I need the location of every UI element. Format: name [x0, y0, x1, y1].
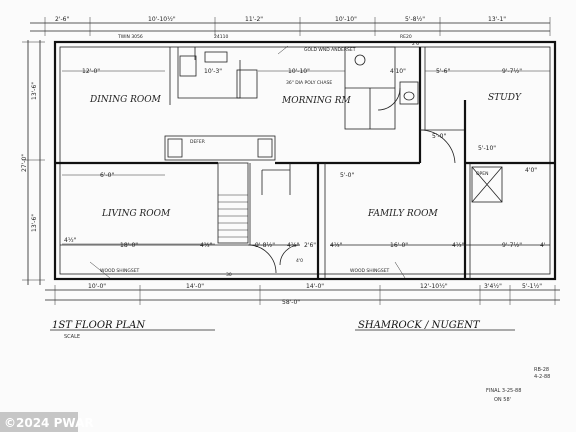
exterior-walls [53, 40, 557, 281]
dim-bath-width: 4'10" [390, 68, 406, 75]
bottom-dim-1: 10'-0" [88, 283, 106, 290]
dim-open-width: 4'0" [525, 167, 537, 174]
dim-study-width-2: 9'-7½" [502, 68, 522, 75]
dim-living-width: 6'-0" [100, 172, 114, 179]
dim-mid-a: 9'-8½" [255, 242, 275, 249]
note-40: 4'0 [296, 258, 303, 264]
interior-dimensions: 12'-0" 10'-3" 10'-10" 4'10" 5'-6" 9'-7½"… [62, 68, 550, 249]
top-dimension-lines: 2'-6" 10'-10½" 11'-2" 10'-10" 5'-8½" 13'… [30, 16, 551, 40]
top-dim-2: 10'-10½" [148, 16, 176, 23]
bottom-dim-3: 14'-0" [306, 283, 324, 290]
dim-family-side-2: 4½" [452, 242, 465, 249]
dim-family-length: 16'-0" [390, 242, 408, 249]
dim-right-4: 4' [540, 242, 546, 249]
dim-family-width: 5'-0" [340, 172, 354, 179]
annotations: GOLD WND ANDERSET 36" DIA POLY CHASE DEF… [89, 41, 419, 279]
label-dining-room: DINING ROOM [89, 95, 162, 105]
stair [217, 162, 291, 245]
watermark-text: ©2024 PWAR [4, 416, 94, 430]
dim-mid-c: 2'6" [304, 242, 316, 249]
dim-living-side-2: 4½" [200, 242, 213, 249]
left-dimension-lines: 13'-6" 27'-0" 13'-6" [21, 40, 45, 285]
title-block: 1ST FLOOR PLAN SCALE SHAMROCK / NUGENT R… [50, 320, 550, 403]
date-note: FINAL 3-25-88 [486, 388, 521, 394]
left-dim-overall: 27'-0" [21, 154, 28, 172]
dim-living-length: 18'-0" [120, 242, 138, 249]
top-dim-6: 13'-1" [488, 16, 506, 23]
watermark: ©2024 PWAR [0, 412, 94, 432]
sheet-code: RB-28 [534, 367, 549, 373]
note-twin-window-2: 24110 [214, 34, 228, 40]
dim-right-width: 9'-7½" [502, 242, 522, 249]
dim-stair: 5'-0" [432, 133, 446, 140]
overall-width: 58'-0" [282, 299, 300, 306]
dim-mid-b: 4½" [287, 242, 300, 249]
dim-family-side: 4½" [330, 242, 343, 249]
sheet-date: 4-2-88 [534, 374, 550, 380]
dim-living-side: 4½" [64, 237, 77, 244]
note-chase: 36" DIA POLY CHASE [286, 80, 332, 86]
plan-title: 1ST FLOOR PLAN [52, 320, 146, 331]
top-dim-1: 2'-6" [55, 16, 69, 23]
label-living-room: LIVING ROOM [101, 209, 171, 219]
label-family-room: FAMILY ROOM [367, 209, 438, 219]
note-twin-window: TWIN 3056 [117, 34, 143, 40]
bottom-dim-6: 5'-1½" [522, 283, 542, 290]
label-morning-room: MORNING RM [281, 96, 352, 106]
note-gold: GOLD WND ANDERSET [304, 47, 356, 53]
sheet-of: ON 58' [494, 397, 511, 403]
top-dim-5: 5'-8½" [405, 16, 425, 23]
bottom-dim-2: 14'-0" [186, 283, 204, 290]
note-defer: DEFER [190, 139, 205, 145]
dim-dining-width: 12'-0" [82, 68, 100, 75]
note-30: 30 [226, 272, 232, 278]
client-name: SHAMROCK / NUGENT [358, 320, 481, 331]
bottom-dim-5: 3'4½" [484, 283, 502, 290]
note-2-6: 2'6 [412, 41, 419, 47]
left-dim-bottom: 13'-6" [31, 214, 38, 232]
top-dim-4: 10'-10" [335, 16, 357, 23]
interior-walls: OPEN [55, 46, 555, 279]
open-well: OPEN [471, 166, 503, 203]
left-dim-top: 13'-6" [31, 82, 38, 100]
dim-kitchen-width: 10'-3" [204, 68, 222, 75]
note-re20: RE20 [400, 34, 412, 40]
dim-closet: 5'-10" [478, 145, 496, 152]
bottom-dim-4: 12'-10½" [420, 283, 448, 290]
label-study: STUDY [488, 93, 522, 103]
note-wood-1: WOOD SHINGSET [100, 268, 140, 274]
bottom-dimension-lines: 10'-0" 14'-0" 14'-0" 12'-10½" 3'4½" 5'-1… [45, 283, 560, 306]
dim-morning-width: 10'-10" [288, 68, 310, 75]
open-label: OPEN [476, 171, 488, 177]
scale-label: SCALE [64, 334, 80, 340]
top-dim-3: 11'-2" [245, 16, 263, 23]
note-wood-2: WOOD SHINGSET [350, 268, 390, 274]
dim-study-width-1: 5'-6" [436, 68, 450, 75]
door-swings [247, 87, 456, 274]
